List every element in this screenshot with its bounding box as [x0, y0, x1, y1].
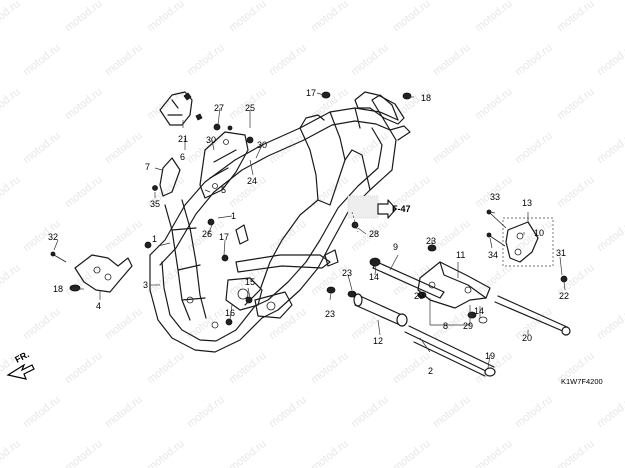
callout-19: 19: [485, 351, 495, 361]
reference-f47: F-47: [392, 204, 411, 214]
long-bolt-2[interactable]: [404, 325, 496, 377]
pivot-pipe[interactable]: [353, 293, 408, 327]
callout-28: 28: [369, 229, 379, 239]
callout-8: 8: [443, 321, 448, 331]
callout-24: 24: [247, 176, 257, 186]
callout-23a: 23: [426, 236, 436, 246]
callout-14a: 14: [369, 272, 379, 282]
callout-31: 31: [556, 248, 566, 258]
callout-20: 20: [522, 333, 532, 343]
callout-18b: 18: [421, 93, 431, 103]
callout-30b: 30: [257, 140, 267, 150]
callout-21: 21: [178, 134, 188, 144]
callout-26: 26: [202, 229, 212, 239]
callout-2: 2: [428, 366, 433, 376]
callout-1a: 1: [231, 211, 236, 221]
center-bracket[interactable]: [199, 125, 249, 199]
head-stock-bracket[interactable]: [321, 91, 412, 125]
front-arrow-icon: [6, 363, 35, 380]
main-frame[interactable]: [149, 94, 411, 353]
callout-17b: 17: [219, 232, 229, 242]
callout-23b: 23: [342, 268, 352, 278]
diagram-code: K1W7F4200: [561, 377, 603, 386]
callout-18a: 18: [53, 284, 63, 294]
front-direction-indicator: [6, 363, 35, 380]
front-bracket[interactable]: [50, 251, 133, 293]
side-stay[interactable]: [152, 157, 181, 197]
callout-4: 4: [96, 301, 101, 311]
callout-23c: 23: [325, 309, 335, 319]
callout-32: 32: [48, 232, 58, 242]
callout-30a: 30: [206, 135, 216, 145]
callout-17a: 17: [306, 88, 316, 98]
callout-9: 9: [393, 242, 398, 252]
callout-6: 6: [180, 152, 185, 162]
callout-7: 7: [145, 162, 150, 172]
small-fasteners: [144, 123, 568, 326]
left-upper-bracket[interactable]: [159, 91, 203, 126]
callout-27: 27: [214, 103, 224, 113]
callout-13: 13: [522, 198, 532, 208]
f47-reference: [347, 195, 397, 233]
callout-25: 25: [245, 103, 255, 113]
long-bolt-19[interactable]: [413, 341, 486, 377]
callout-34: 34: [488, 250, 498, 260]
callout-10: 10: [534, 228, 544, 238]
callout-29b: 29: [463, 321, 473, 331]
long-bolt-20[interactable]: [494, 295, 571, 336]
callout-15: 15: [245, 277, 255, 287]
callout-labels: 1 1 2 3 4 5 6 7 8 9 10 11 12 13 14 14 15…: [13, 88, 602, 386]
callout-35: 35: [150, 199, 160, 209]
callout-3: 3: [143, 280, 148, 290]
engine-hanger-link[interactable]: [417, 261, 491, 309]
reference-arrow-icon: [377, 199, 397, 219]
callout-11: 11: [456, 250, 465, 260]
callout-29a: 29: [414, 291, 424, 301]
engine-hanger-bolt[interactable]: [369, 257, 445, 299]
callout-22: 22: [559, 291, 569, 301]
leader-lines: [53, 92, 566, 369]
callout-12: 12: [373, 336, 383, 346]
callout-5: 5: [221, 185, 226, 195]
callout-16: 16: [225, 308, 235, 318]
callout-1b: 1: [152, 234, 157, 244]
callout-33: 33: [490, 192, 500, 202]
direction-label: FR.: [13, 349, 30, 365]
callout-14b: 14: [474, 306, 484, 316]
